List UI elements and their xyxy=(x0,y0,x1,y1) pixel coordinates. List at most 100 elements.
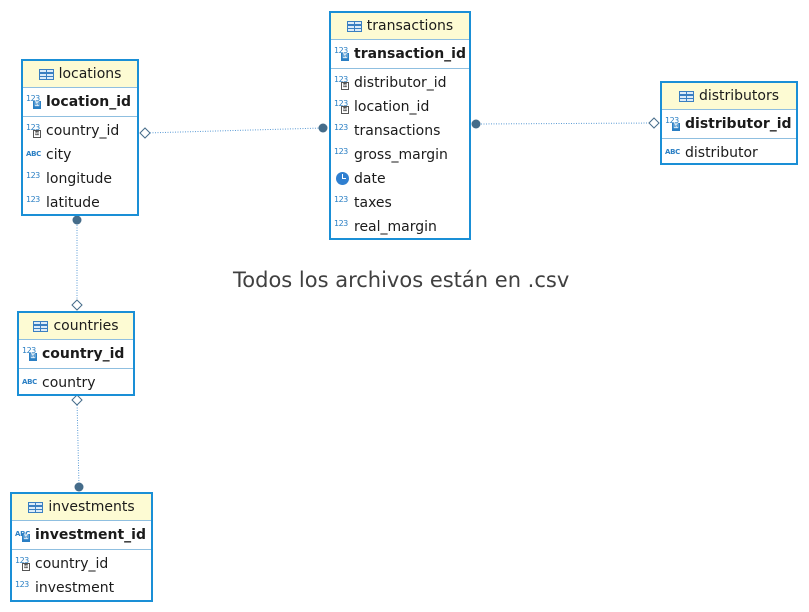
column-name: date xyxy=(354,171,386,187)
primary-key-section: 123⚿ distributor_id xyxy=(662,110,796,139)
attribute-section: 123⚿ country_id 123 investment xyxy=(12,550,151,602)
connector-end-diamond-icon xyxy=(71,394,83,406)
entity-title: investments xyxy=(48,499,135,515)
column-name: distributor_id xyxy=(685,116,792,132)
table-icon xyxy=(38,68,54,80)
entity-header: locations xyxy=(23,61,137,88)
column-name: taxes xyxy=(354,195,392,211)
connector-locations-transactions xyxy=(144,127,324,134)
entity-header: countries xyxy=(19,313,133,340)
connector-end-dot-icon xyxy=(471,119,481,129)
attribute-section: 123⚿ country_id ABC city 123 longitude 1… xyxy=(23,117,137,217)
numeric-primary-key-icon: 123⚿ xyxy=(334,46,349,61)
column-row[interactable]: 123⚿ country_id xyxy=(12,552,151,576)
diagram-note: Todos los archivos están en .csv xyxy=(233,268,570,292)
numeric-primary-key-icon: 123⚿ xyxy=(665,116,680,131)
numeric-type-icon: 123 xyxy=(334,219,348,228)
connector-countries-investments xyxy=(76,399,80,488)
entity-title: countries xyxy=(53,318,119,334)
numeric-type-icon: 123 xyxy=(334,195,348,204)
column-row[interactable]: ABC city xyxy=(23,143,137,167)
column-row[interactable]: ABC⚿ investment_id xyxy=(12,523,151,547)
column-name: city xyxy=(46,147,72,163)
entity-investments[interactable]: investments ABC⚿ investment_id 123⚿ coun… xyxy=(10,492,153,602)
column-name: distributor xyxy=(685,145,758,161)
column-row[interactable]: 123⚿ transaction_id xyxy=(331,42,469,66)
column-name: location_id xyxy=(46,94,132,110)
connector-transactions-distributors xyxy=(475,122,655,125)
column-row[interactable]: 123⚿ location_id xyxy=(331,95,469,119)
attribute-section: ABC distributor xyxy=(662,139,796,167)
column-row[interactable]: 123⚿ country_id xyxy=(19,342,133,366)
entity-header: distributors xyxy=(662,83,796,110)
column-row[interactable]: 123⚿ distributor_id xyxy=(662,112,796,136)
numeric-foreign-key-icon: 123⚿ xyxy=(26,123,41,138)
column-row[interactable]: 123⚿ distributor_id xyxy=(331,71,469,95)
column-name: distributor_id xyxy=(354,75,447,91)
numeric-primary-key-icon: 123⚿ xyxy=(26,94,41,109)
numeric-primary-key-icon: 123⚿ xyxy=(22,346,37,361)
column-name: transactions xyxy=(354,123,441,139)
text-type-icon: ABC xyxy=(665,148,680,156)
table-icon xyxy=(678,90,694,102)
text-primary-key-icon: ABC⚿ xyxy=(15,530,30,542)
table-icon xyxy=(346,20,362,32)
entity-transactions[interactable]: transactions 123⚿ transaction_id 123⚿ di… xyxy=(329,11,471,240)
clock-icon xyxy=(334,171,351,187)
column-row[interactable]: date xyxy=(331,167,469,191)
entity-title: locations xyxy=(58,66,122,82)
column-row[interactable]: 123 investment xyxy=(12,576,151,600)
column-row[interactable]: ABC distributor xyxy=(662,141,796,165)
table-icon xyxy=(33,320,49,332)
column-name: real_margin xyxy=(354,219,437,235)
column-name: country_id xyxy=(42,346,125,362)
primary-key-section: ABC⚿ investment_id xyxy=(12,521,151,550)
numeric-type-icon: 123 xyxy=(26,195,40,204)
column-name: longitude xyxy=(46,171,112,187)
text-type-icon: ABC xyxy=(26,150,41,158)
attribute-section: 123⚿ distributor_id 123⚿ location_id 123… xyxy=(331,69,469,241)
entity-countries[interactable]: countries 123⚿ country_id ABC country xyxy=(17,311,135,396)
column-row[interactable]: 123 taxes xyxy=(331,191,469,215)
entity-header: investments xyxy=(12,494,151,521)
column-row[interactable]: 123⚿ country_id xyxy=(23,119,137,143)
column-row[interactable]: 123 real_margin xyxy=(331,215,469,239)
column-row[interactable]: 123 transactions xyxy=(331,119,469,143)
text-type-icon: ABC xyxy=(22,378,37,386)
column-name: country_id xyxy=(46,123,120,139)
connector-end-dot-icon xyxy=(72,215,82,225)
column-row[interactable]: 123 longitude xyxy=(23,167,137,191)
numeric-foreign-key-icon: 123⚿ xyxy=(334,75,349,90)
column-row[interactable]: ABC country xyxy=(19,371,133,395)
connector-end-dot-icon xyxy=(318,123,328,133)
column-name: location_id xyxy=(354,99,430,115)
table-icon xyxy=(28,501,44,513)
numeric-type-icon: 123 xyxy=(334,123,348,132)
numeric-foreign-key-icon: 123⚿ xyxy=(334,99,349,114)
entity-title: distributors xyxy=(698,88,780,104)
entity-locations[interactable]: locations 123⚿ location_id 123⚿ country_… xyxy=(21,59,139,216)
connector-end-diamond-icon xyxy=(71,299,83,311)
entity-title: transactions xyxy=(366,18,454,34)
entity-header: transactions xyxy=(331,13,469,40)
column-name: country_id xyxy=(35,556,109,572)
attribute-section: ABC country xyxy=(19,369,133,397)
connector-end-diamond-icon xyxy=(139,127,151,139)
column-name: latitude xyxy=(46,195,100,211)
entity-distributors[interactable]: distributors 123⚿ distributor_id ABC dis… xyxy=(660,81,798,165)
column-name: transaction_id xyxy=(354,46,466,62)
numeric-type-icon: 123 xyxy=(15,580,29,589)
column-row[interactable]: 123 gross_margin xyxy=(331,143,469,167)
column-row[interactable]: 123⚿ location_id xyxy=(23,90,137,114)
connector-end-diamond-icon xyxy=(648,117,660,129)
column-name: investment_id xyxy=(35,527,146,543)
column-name: country xyxy=(42,375,96,391)
connector-end-dot-icon xyxy=(74,482,84,492)
primary-key-section: 123⚿ transaction_id xyxy=(331,40,469,69)
column-name: gross_margin xyxy=(354,147,448,163)
column-row[interactable]: 123 latitude xyxy=(23,191,137,215)
numeric-type-icon: 123 xyxy=(334,147,348,156)
primary-key-section: 123⚿ location_id xyxy=(23,88,137,117)
column-name: investment xyxy=(35,580,115,596)
